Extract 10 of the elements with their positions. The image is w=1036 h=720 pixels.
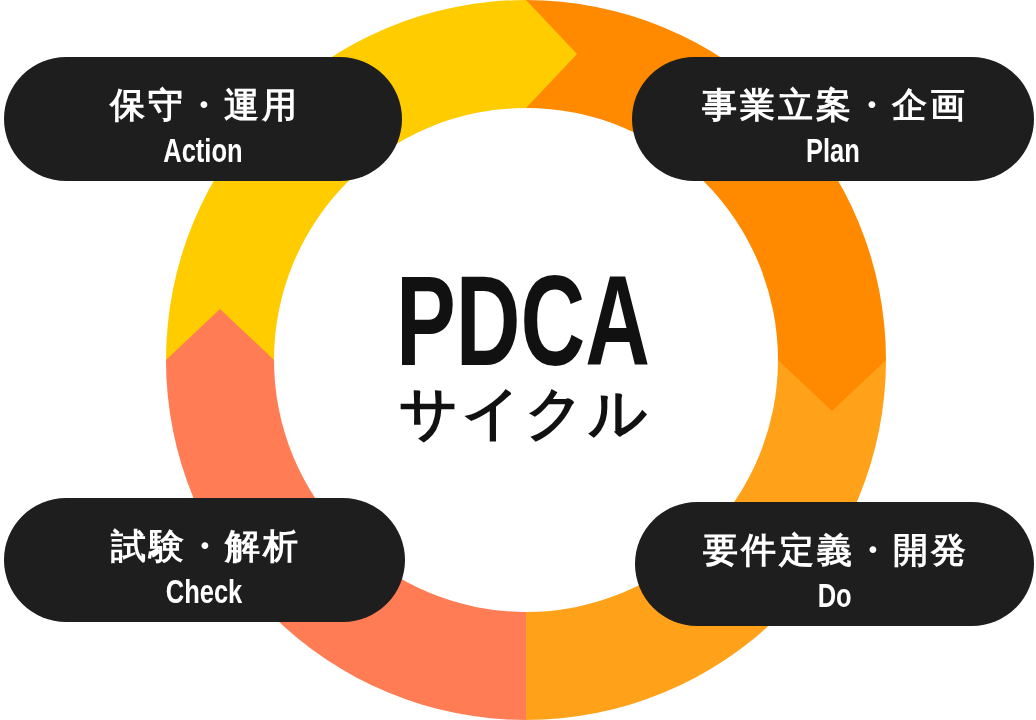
phase-english-name: Action — [163, 133, 243, 167]
phase-name: 要件定義・開発 — [702, 530, 969, 570]
cycle-subheading: サイクル — [398, 384, 651, 442]
phase-name: 試験・解析 — [110, 526, 301, 566]
phase-name: 保守・運用 — [108, 85, 300, 125]
phase-english-name: Check — [166, 574, 243, 608]
phase-english-name: Plan — [806, 133, 860, 167]
phase-english-name: Do — [817, 578, 852, 612]
cycle-heading: PDCA — [396, 257, 650, 385]
phase-name: 事業立案・企画 — [700, 85, 968, 125]
